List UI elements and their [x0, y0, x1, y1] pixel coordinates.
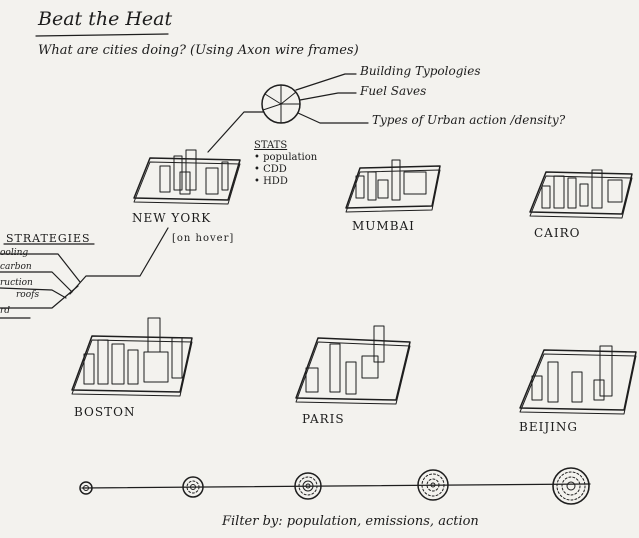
page-title: Beat the Heat [38, 8, 173, 30]
filter-node-4[interactable] [417, 469, 449, 501]
city-model-boston[interactable] [71, 317, 193, 397]
legend-leader-3 [297, 112, 369, 124]
stats-pie-icon[interactable] [261, 84, 301, 124]
title-underline [35, 33, 169, 37]
legend-urban-action: Types of Urban action /density? [372, 113, 566, 127]
strategies-heading: STRATEGIES [6, 232, 91, 245]
city-model-paris[interactable] [295, 325, 411, 405]
strategy-item-4[interactable]: roofs [16, 290, 40, 300]
city-note-on-hover: [on hover] [172, 233, 235, 244]
city-model-new-york[interactable] [133, 149, 241, 205]
strategy-item-1[interactable]: ooling [0, 248, 29, 258]
strategies-branch-2 [0, 271, 73, 293]
filter-node-2[interactable] [182, 476, 204, 498]
stats-item-hdd: • HDD [254, 176, 288, 187]
strategies-branch-4 [0, 285, 79, 309]
strategy-item-5[interactable]: rd [0, 306, 11, 316]
strategies-branch-1 [0, 253, 81, 283]
strategy-item-3[interactable]: ruction [0, 278, 33, 288]
legend-leader-1 [295, 73, 357, 91]
city-model-mumbai[interactable] [345, 159, 441, 213]
pie-connector [207, 111, 265, 153]
stats-item-population: • population [254, 152, 318, 163]
stats-panel: STATS • population • CDD • HDD [254, 140, 317, 188]
stats-heading: STATS [254, 140, 288, 151]
filter-node-5[interactable] [552, 467, 590, 505]
filter-node-1[interactable] [79, 481, 93, 495]
city-label-boston[interactable]: BOSTON [74, 405, 136, 419]
filter-node-3[interactable] [294, 472, 322, 500]
city-model-beijing[interactable] [519, 345, 637, 415]
filter-timeline-line [81, 483, 591, 489]
stats-item-cdd: • CDD [254, 164, 287, 175]
strategies-branch-3 [0, 287, 67, 299]
city-label-beijing[interactable]: BEIJING [519, 420, 578, 434]
city-label-cairo[interactable]: CAIRO [534, 226, 581, 240]
strategy-item-2[interactable]: carbon [0, 262, 32, 272]
page-subtitle: What are cities doing? (Using Axon wire … [38, 43, 359, 58]
city-model-cairo[interactable] [529, 169, 633, 219]
pie-slice-blue [280, 103, 301, 124]
legend-leader-2 [299, 92, 357, 101]
new-york-to-strategies [69, 227, 169, 295]
legend-building-typologies: Building Typologies [360, 64, 481, 78]
legend-fuel-saves: Fuel Saves [360, 84, 427, 98]
pie-slice-green [262, 103, 282, 124]
city-label-paris[interactable]: PARIS [302, 412, 345, 426]
city-label-new-york[interactable]: NEW YORK [132, 211, 212, 225]
city-label-mumbai[interactable]: MUMBAI [352, 219, 415, 233]
filter-label: Filter by: population, emissions, action [222, 514, 479, 529]
